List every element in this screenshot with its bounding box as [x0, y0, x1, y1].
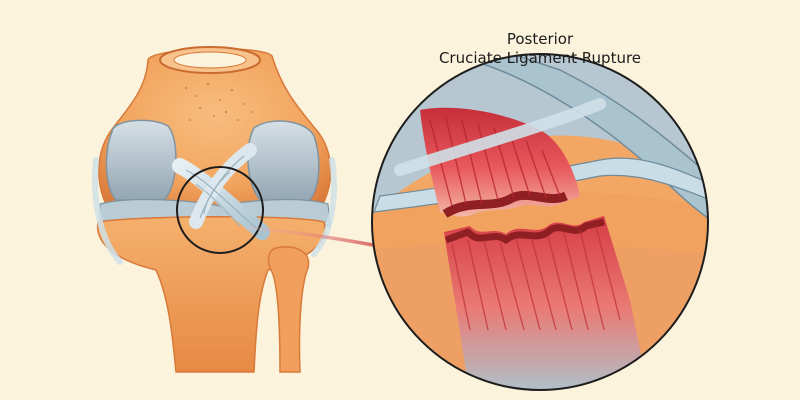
- cruciate-ligaments: [172, 143, 270, 240]
- collateral-ligament: [92, 157, 123, 265]
- bone-texture: [184, 82, 253, 121]
- title-line-1: Posterior: [506, 30, 574, 48]
- lateral-condyle-cartilage: [247, 120, 320, 203]
- fibula: [267, 246, 310, 373]
- magnifier-circle-icon: [176, 166, 264, 254]
- medial-condyle-cartilage: [105, 119, 177, 201]
- diagram-title: Posterior Cruciate Ligament Rupture: [400, 30, 680, 68]
- title-line-2: Cruciate Ligament Rupture: [438, 49, 642, 67]
- zoom-circle-border: [371, 53, 709, 391]
- cartilage-band: [467, 54, 708, 228]
- zoom-detail: [371, 53, 709, 391]
- knee-joint: [92, 46, 337, 373]
- ruptured-ligament-lower: [444, 216, 650, 390]
- ruptured-ligament-upper: [420, 107, 580, 217]
